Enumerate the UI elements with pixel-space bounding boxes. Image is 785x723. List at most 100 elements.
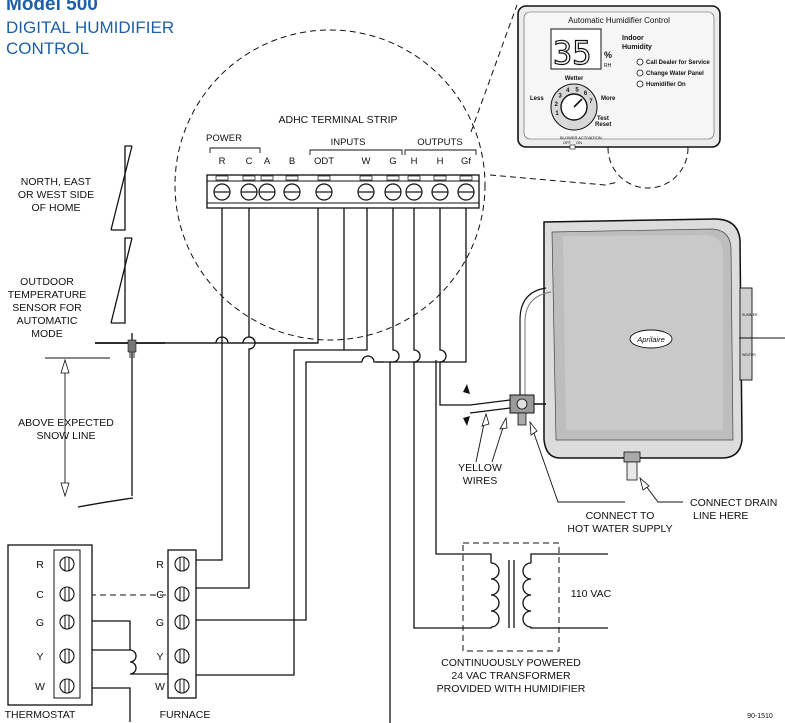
svg-text:Reset: Reset <box>595 122 611 128</box>
svg-text:Less: Less <box>530 96 544 102</box>
terminal-strip-title: ADHC TERMINAL STRIP <box>278 114 397 126</box>
outdoor-sensor <box>95 339 165 358</box>
svg-text:RH: RH <box>604 63 612 69</box>
thermostat-screw-icon[interactable] <box>59 556 75 572</box>
svg-text:INPUTS: INPUTS <box>331 137 366 148</box>
terminal-slot <box>407 175 421 181</box>
humidifier-control-panel: Automatic Humidifier Control 35 % RH Ind… <box>517 5 721 150</box>
svg-text:Humidifier On: Humidifier On <box>646 82 686 88</box>
svg-text:TEMPERATURE: TEMPERATURE <box>8 289 87 301</box>
thermostat-screw-icon[interactable] <box>59 678 75 694</box>
terminal-label-h: H <box>411 156 418 167</box>
furnace-screw-icon[interactable] <box>174 614 190 630</box>
terminal-label-g: G <box>389 156 396 167</box>
terminal-slot <box>260 175 274 181</box>
dial-number: 6 <box>584 91 588 97</box>
subtitle-line1: DIGITAL HUMIDIFIER <box>6 18 174 37</box>
svg-text:Wetter: Wetter <box>565 76 584 82</box>
led-on-icon <box>636 80 644 88</box>
svg-text:SNOW LINE: SNOW LINE <box>37 430 96 442</box>
svg-text:OFF: OFF <box>563 140 572 145</box>
left-labels: NORTH, EAST OR WEST SIDE OF HOME OUTDOOR… <box>8 176 115 442</box>
svg-text:MODE: MODE <box>31 328 63 340</box>
svg-text:AUTOMATIC: AUTOMATIC <box>17 315 78 327</box>
dial-pointer-icon <box>573 98 583 108</box>
furnace-screw-icon[interactable] <box>174 648 190 664</box>
svg-text:POWER: POWER <box>206 133 242 144</box>
thermostat-screw-icon[interactable] <box>59 586 75 602</box>
svg-text:Indoor: Indoor <box>622 35 644 42</box>
humidifier-unit: SUMMER WINTER Aprilaire <box>463 218 785 481</box>
led-water-panel-icon <box>636 69 644 77</box>
magnifier-line-bottom <box>489 174 619 186</box>
thermostat-terminal-label: C <box>36 589 44 601</box>
svg-text:NORTH, EAST: NORTH, EAST <box>21 176 92 188</box>
svg-text:CONNECT TO: CONNECT TO <box>586 510 655 522</box>
thermostat-terminal-label: Y <box>36 651 43 663</box>
subtitle-line2: CONTROL <box>6 39 89 58</box>
terminal-slot <box>459 175 473 181</box>
dial-number: 7 <box>589 99 593 105</box>
thermostat-terminal-label: G <box>36 617 44 629</box>
svg-text:OUTDOOR: OUTDOOR <box>20 276 74 288</box>
detail-circle <box>607 107 689 189</box>
vac-label: 110 VAC <box>571 588 612 600</box>
dial-number: 3 <box>559 93 563 99</box>
model-title: Model 500 <box>6 0 98 15</box>
svg-text:24 VAC TRANSFORMER: 24 VAC TRANSFORMER <box>451 670 571 682</box>
svg-text:SUMMER: SUMMER <box>742 313 758 317</box>
svg-text:CONTINUOUSLY POWERED: CONTINUOUSLY POWERED <box>441 657 581 669</box>
svg-text:HOT WATER SUPPLY: HOT WATER SUPPLY <box>567 523 672 535</box>
svg-text:Humidity: Humidity <box>622 44 652 51</box>
svg-text:OF HOME: OF HOME <box>32 202 81 214</box>
furnace-terminal-label: G <box>156 617 164 629</box>
adhc-terminal-strip: ADHC TERMINAL STRIP POWER INPUTS OUTPUTS… <box>206 114 480 209</box>
svg-text:SENSOR FOR: SENSOR FOR <box>12 302 82 314</box>
dial-number: 4 <box>566 88 570 94</box>
svg-text:BLOWER ACTIVATION: BLOWER ACTIVATION <box>560 135 602 140</box>
terminal-slot <box>215 175 229 181</box>
svg-text:ABOVE EXPECTED: ABOVE EXPECTED <box>18 417 114 429</box>
led-service-icon <box>636 58 644 66</box>
terminal-label-odt: ODT <box>314 156 334 167</box>
furnace-terminal-label: Y <box>156 651 163 663</box>
thermostat-screw-icon[interactable] <box>59 648 75 664</box>
control-wiring <box>80 208 470 723</box>
thermostat-terminal-label: W <box>35 681 45 693</box>
svg-text:Change Water Panel: Change Water Panel <box>646 71 704 77</box>
terminal-label-b: B <box>289 156 295 167</box>
dial-number: 5 <box>575 87 579 93</box>
terminal-label-h: H <box>437 156 444 167</box>
terminal-label-r: R <box>219 156 226 167</box>
terminal-slot <box>433 175 447 181</box>
terminal-slot <box>359 175 373 181</box>
dial-number: 2 <box>555 102 559 108</box>
svg-text:Test: Test <box>597 116 609 122</box>
thermostat-label: THERMOSTAT <box>5 709 76 721</box>
humidity-display: 35 <box>553 34 592 72</box>
callouts: YELLOW WIRES CONNECT TO HOT WATER SUPPLY… <box>458 412 777 535</box>
furnace-terminal-label: R <box>156 559 164 571</box>
furnace-screw-icon[interactable] <box>174 586 190 602</box>
svg-text:OUTPUTS: OUTPUTS <box>417 137 462 148</box>
aprilaire-logo <box>629 329 673 349</box>
panel-header: Automatic Humidifier Control <box>568 16 670 25</box>
svg-text:Aprilaire: Aprilaire <box>636 335 665 344</box>
blower-switch[interactable] <box>569 144 576 150</box>
furnace-terminal-label: C <box>156 589 164 601</box>
furnace-screw-icon[interactable] <box>174 678 190 694</box>
terminal-slot <box>317 175 331 181</box>
furnace-screw-icon[interactable] <box>174 556 190 572</box>
magnifier-circle <box>174 29 486 341</box>
terminal-label-a: A <box>264 156 271 167</box>
svg-text:CONNECT DRAIN: CONNECT DRAIN <box>690 497 777 509</box>
dial-number: 1 <box>555 111 559 117</box>
svg-text:%: % <box>604 50 612 60</box>
thermostat-screw-icon[interactable] <box>59 614 75 630</box>
svg-text:YELLOW: YELLOW <box>458 462 502 474</box>
terminal-slot <box>285 175 299 181</box>
svg-text:More: More <box>601 96 616 102</box>
